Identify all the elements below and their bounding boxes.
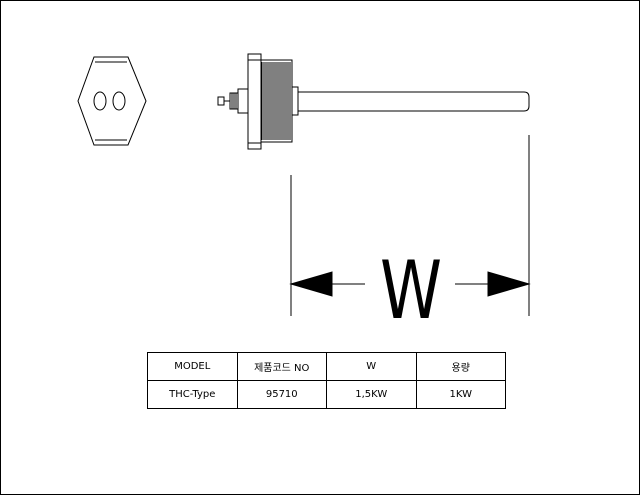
header-cell-model: MODEL bbox=[147, 352, 238, 381]
dimension-label-w: W bbox=[380, 244, 442, 337]
terminal-hole-left bbox=[93, 91, 107, 111]
hex-flange bbox=[247, 53, 262, 150]
header-cell-product-code: 제품코드 NO bbox=[236, 352, 327, 381]
cell-w: 1,5KW bbox=[326, 380, 417, 409]
header-cell-capacity: 용량 bbox=[415, 352, 506, 381]
hexagon-outline bbox=[77, 56, 147, 146]
arrowhead-left bbox=[289, 271, 333, 297]
dimension-w bbox=[289, 135, 531, 316]
side-view-heater bbox=[217, 53, 530, 150]
cell-product-code: 95710 bbox=[236, 380, 327, 409]
table-row: THC-Type 95710 1,5KW 1KW bbox=[147, 380, 506, 409]
header-cell-w: W bbox=[326, 352, 417, 381]
flange-neck bbox=[291, 86, 299, 116]
cell-capacity: 1KW bbox=[415, 380, 506, 409]
terminal-hole-right bbox=[112, 91, 126, 111]
end-view-hex-nut bbox=[77, 56, 147, 146]
terminal-collar bbox=[237, 88, 249, 114]
spec-table: MODEL 제품코드 NO W 용량 THC-Type 95710 1,5KW … bbox=[147, 352, 506, 409]
terminal-pin bbox=[217, 96, 225, 106]
arrowhead-right bbox=[487, 271, 531, 297]
heating-rod bbox=[298, 91, 530, 112]
cell-model: THC-Type bbox=[147, 380, 238, 409]
table-header-row: MODEL 제품코드 NO W 용량 bbox=[147, 352, 506, 381]
